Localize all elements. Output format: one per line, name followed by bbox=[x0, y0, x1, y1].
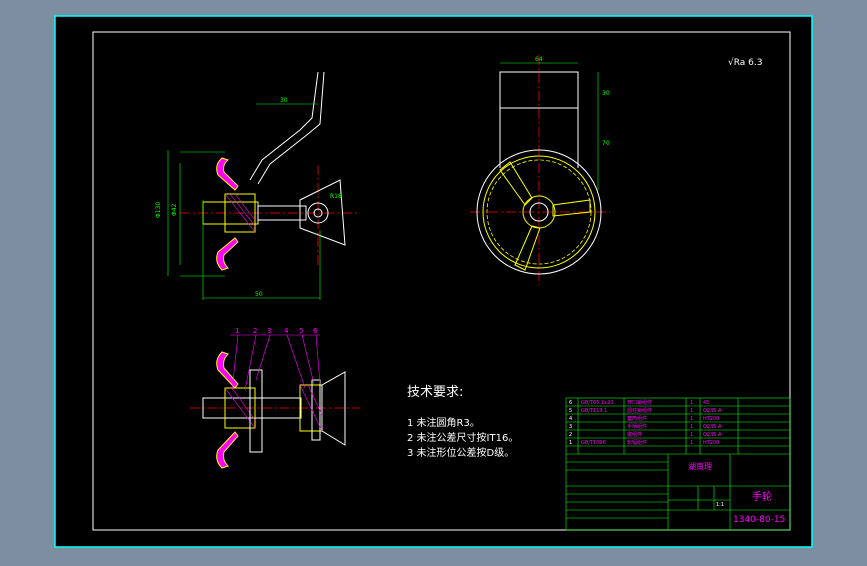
requirement-2: 2 未注公差尺寸按IT16。 bbox=[407, 431, 518, 444]
bom-no: 4 bbox=[569, 416, 572, 422]
balloon-5: 5 bbox=[299, 327, 303, 335]
bom-code: GB/T65 1x20 bbox=[581, 400, 614, 406]
bom-material: Q235-A bbox=[703, 432, 722, 438]
side-view: 64 30 70 bbox=[470, 55, 610, 285]
bom-name: 手柄组件 bbox=[627, 423, 647, 430]
dim-r-label: R18 bbox=[330, 193, 342, 200]
dim-right-b: 70 bbox=[602, 140, 610, 147]
tech-title: 技术要求: bbox=[407, 385, 463, 400]
bom-no: 5 bbox=[569, 408, 572, 414]
bom-code: GB/T1096 bbox=[581, 440, 606, 446]
dim-left-small: Φ42 bbox=[171, 203, 178, 216]
bom-qty: 1 bbox=[690, 440, 693, 446]
outer-frame bbox=[54, 15, 813, 548]
dim-top-right: 64 bbox=[535, 56, 543, 63]
bom-material: HT200 bbox=[703, 416, 719, 422]
dim-top-left: 30 bbox=[280, 97, 288, 104]
bom-qty: 1 bbox=[690, 416, 693, 422]
drawing-number: 1340-80-15 bbox=[733, 515, 785, 525]
drawing-scale: 1:1 bbox=[716, 502, 724, 508]
bom-table: 6 GB/T65 1x20 开口销组件 1 45 5 GB/T119.1 圆柱销… bbox=[569, 399, 722, 446]
bom-qty: 1 bbox=[690, 424, 693, 430]
front-section-view: 30 50 Φ130 Φ42 R18 bbox=[155, 71, 360, 300]
requirement-1: 1 未注圆角R3。 bbox=[407, 416, 480, 429]
bom-name: 轮辐组件 bbox=[627, 439, 647, 446]
dim-right-a: 30 bbox=[602, 90, 610, 97]
bom-code: GB/T119.1 bbox=[581, 408, 607, 414]
dim-bottom-left: 50 bbox=[255, 291, 263, 298]
bom-no: 3 bbox=[569, 424, 572, 430]
bom-name: 圆柱销组件 bbox=[627, 407, 652, 414]
org-name: 湖南理 bbox=[688, 461, 712, 471]
bom-no: 1 bbox=[569, 440, 572, 446]
balloon-2: 2 bbox=[253, 327, 257, 335]
bom-no: 6 bbox=[569, 400, 572, 406]
bom-name: 套筒组件 bbox=[627, 415, 647, 422]
inner-border bbox=[92, 31, 791, 531]
assembly-section-view: 1 2 3 4 5 6 bbox=[190, 327, 360, 469]
bom-material: 45 bbox=[703, 400, 709, 406]
drawing-name: 手轮 bbox=[752, 490, 772, 503]
bom-material: Q235-A bbox=[703, 408, 722, 414]
balloon-6: 6 bbox=[313, 327, 318, 335]
bom-name: 键组件 bbox=[627, 431, 642, 438]
bom-name: 开口销组件 bbox=[627, 399, 652, 406]
bom-qty: 1 bbox=[690, 408, 693, 414]
title-block bbox=[565, 397, 791, 531]
balloon-1: 1 bbox=[235, 327, 239, 335]
dim-left-big: Φ130 bbox=[155, 202, 162, 218]
bom-qty: 1 bbox=[690, 400, 693, 406]
bom-material: Q235-A bbox=[703, 424, 722, 430]
balloon-3: 3 bbox=[267, 327, 271, 335]
requirement-3: 3 未注形位公差按D级。 bbox=[407, 446, 514, 459]
balloon-4: 4 bbox=[284, 327, 289, 335]
bom-qty: 1 bbox=[690, 432, 693, 438]
bom-material: HT200 bbox=[703, 440, 719, 446]
roughness-note: √Ra 6.3 bbox=[728, 57, 762, 68]
bom-no: 2 bbox=[569, 432, 572, 438]
tech-requirements: 技术要求: 1 未注圆角R3。 2 未注公差尺寸按IT16。 3 未注形位公差按… bbox=[407, 385, 518, 459]
